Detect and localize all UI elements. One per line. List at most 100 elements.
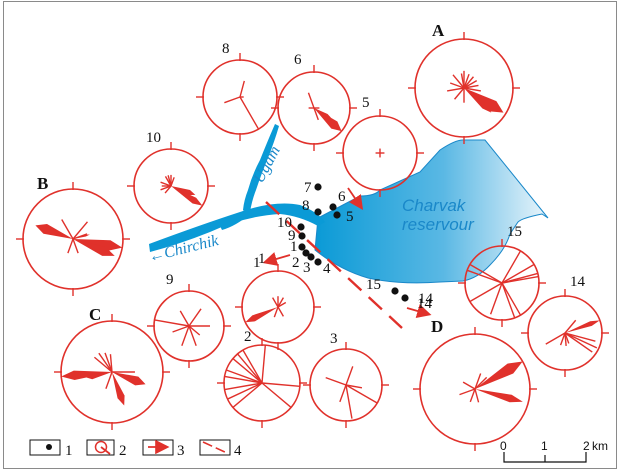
rose-label: A xyxy=(432,21,445,40)
rose-line xyxy=(98,352,113,373)
rose-line xyxy=(271,297,279,308)
point-label: 5 xyxy=(346,209,354,225)
rose-petal xyxy=(314,108,342,132)
rose-label: 14 xyxy=(570,274,586,290)
rose-line xyxy=(239,80,245,98)
observation-point-8: 8 xyxy=(302,198,322,216)
rose-label: D xyxy=(431,317,443,336)
rose-line xyxy=(564,332,596,342)
rose-diagram-B: B xyxy=(16,174,130,296)
rose-petal xyxy=(73,234,90,239)
rose-label: C xyxy=(89,305,101,324)
rose-line xyxy=(237,353,263,384)
scale-bar: 0 1 2 km xyxy=(500,439,608,463)
rose-diagram-6: 6 xyxy=(271,52,357,151)
rose-line xyxy=(67,238,74,254)
legend-fault-icon xyxy=(202,441,228,454)
observation-point-5: 5 xyxy=(333,209,354,225)
rose-line xyxy=(179,310,190,327)
rose-label: 10 xyxy=(146,130,161,146)
rose-line xyxy=(564,332,593,353)
point-dot xyxy=(298,243,306,251)
rose-petal xyxy=(73,239,123,251)
rose-line xyxy=(307,92,315,109)
point-dot xyxy=(314,183,322,191)
chirchik-river xyxy=(149,203,325,252)
ugam-river xyxy=(243,124,279,212)
point-dot xyxy=(314,258,322,266)
rose-line xyxy=(559,332,566,346)
rose-petal xyxy=(464,88,492,113)
point-label: 7 xyxy=(304,180,312,196)
rose-diagram-10: 10 xyxy=(127,130,215,230)
displacement-arrow-14 xyxy=(406,304,432,318)
rose-label: 1 xyxy=(258,251,266,267)
rose-line xyxy=(462,381,476,390)
rose-line xyxy=(501,282,522,316)
rose-line xyxy=(452,74,465,89)
scale-tick-0: 0 xyxy=(500,439,507,453)
rose-line xyxy=(463,80,478,89)
point-label: 10 xyxy=(277,215,292,231)
rose-line xyxy=(227,382,263,400)
rose-line xyxy=(460,73,465,89)
point-label: 8 xyxy=(302,198,310,214)
rose-label: B xyxy=(37,174,48,193)
rose-diagram-2: 2 xyxy=(217,329,307,428)
arrow-label-1: 1 xyxy=(253,255,261,271)
rose-line xyxy=(459,388,476,396)
rose-line xyxy=(104,352,113,373)
legend-box-4 xyxy=(199,439,231,456)
rose-petal xyxy=(464,88,504,113)
observation-point-10: 10 xyxy=(277,215,305,231)
rose-line xyxy=(261,382,300,388)
legend-point-icon xyxy=(46,444,52,450)
rose-line xyxy=(277,297,285,308)
rose-petal xyxy=(84,372,112,380)
rose-line xyxy=(446,87,465,92)
rose-line xyxy=(160,185,172,191)
observation-point-6: 6 xyxy=(329,189,346,211)
legend: 1 2 3 4 xyxy=(29,439,242,459)
legend-label-3: 3 xyxy=(177,443,185,459)
rose-diagram-9: 9 xyxy=(147,272,231,368)
point-dot xyxy=(302,249,310,257)
rose-label: 5 xyxy=(362,95,370,111)
rose-line xyxy=(454,87,465,100)
observation-point-9: 9 xyxy=(288,228,306,244)
point-label: 14 xyxy=(417,296,433,312)
rose-line xyxy=(325,376,347,386)
rose-line xyxy=(109,354,113,373)
rose-line xyxy=(72,238,79,254)
rose-line xyxy=(232,358,263,384)
rose-line xyxy=(72,221,88,240)
observation-point-4: 4 xyxy=(314,258,331,277)
point-label: 9 xyxy=(288,228,296,244)
point-label: 6 xyxy=(338,189,346,205)
rose-label: 6 xyxy=(294,52,302,68)
scale-tick-2: 2 xyxy=(583,439,590,453)
observation-point-1: 1 xyxy=(290,239,306,255)
rose-petal xyxy=(112,372,146,386)
rose-petal xyxy=(565,320,600,333)
rose-line xyxy=(172,325,190,333)
rose-line xyxy=(463,84,479,89)
point-label: 1 xyxy=(290,239,298,255)
rose-line xyxy=(313,107,319,121)
river-label-ugam: Ugam xyxy=(251,143,284,186)
rose-label: 2 xyxy=(244,329,252,345)
rose-line xyxy=(463,73,470,89)
rose-line xyxy=(345,384,378,404)
rose-line xyxy=(239,96,260,130)
rose-line xyxy=(564,332,598,349)
legend-label-4: 4 xyxy=(234,443,242,459)
rose-label: 8 xyxy=(222,41,230,57)
fault-line xyxy=(265,201,403,329)
rose-line xyxy=(345,384,353,419)
rose-line xyxy=(261,382,292,408)
scale-bar-line xyxy=(503,452,587,463)
reservoir-label-1: Charvak xyxy=(402,196,467,215)
displacement-arrow-5 xyxy=(347,187,364,210)
